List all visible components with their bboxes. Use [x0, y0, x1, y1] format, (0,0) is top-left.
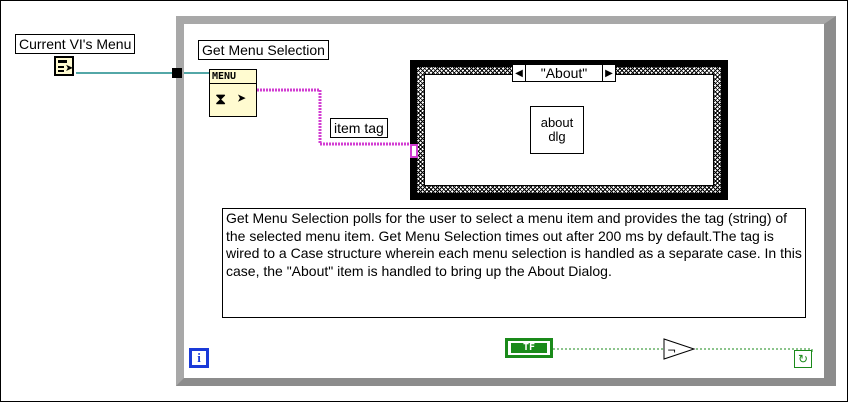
cursor-icon: ➤	[65, 63, 74, 74]
boolean-constant-label: TF	[511, 343, 547, 353]
while-loop-structure[interactable]	[176, 16, 836, 386]
current-vis-menu-label: Current VI's Menu	[15, 34, 136, 54]
get-menu-selection-label: Get Menu Selection	[198, 40, 329, 60]
case-next-arrow-icon[interactable]: ▶	[602, 65, 615, 81]
subvi-label-line1: about	[540, 115, 574, 130]
case-selector[interactable]: ◀ "About" ▶	[512, 64, 616, 82]
string-wire[interactable]	[257, 88, 412, 146]
case-selector-terminal[interactable]	[410, 144, 418, 158]
case-structure[interactable]	[410, 60, 728, 200]
case-diagram-area	[424, 74, 714, 186]
current-menu-refnum-icon[interactable]: ➤	[54, 56, 74, 76]
free-label-comment: Get Menu Selection polls for the user to…	[222, 208, 806, 318]
get-menu-selection-node[interactable]: MENU ⧗ ➤	[209, 69, 257, 117]
subvi-label-line2: dlg	[548, 129, 566, 144]
about-dlg-subvi[interactable]: about dlg	[530, 106, 584, 154]
pointer-icon: ➤	[237, 89, 247, 108]
case-prev-arrow-icon[interactable]: ◀	[513, 65, 526, 81]
iteration-terminal[interactable]: i	[189, 348, 209, 368]
case-selector-value: "About"	[540, 65, 588, 81]
menu-title-text: MENU	[210, 70, 256, 84]
item-tag-label: item tag	[330, 118, 388, 138]
svg-text:¬: ¬	[667, 344, 676, 357]
not-gate-icon[interactable]: ¬	[663, 338, 696, 360]
loop-condition-terminal-icon[interactable]: ↻	[794, 350, 812, 368]
loop-input-tunnel[interactable]	[172, 68, 182, 78]
hourglass-icon: ⧗	[215, 89, 227, 108]
boolean-constant[interactable]: TF	[505, 338, 553, 358]
